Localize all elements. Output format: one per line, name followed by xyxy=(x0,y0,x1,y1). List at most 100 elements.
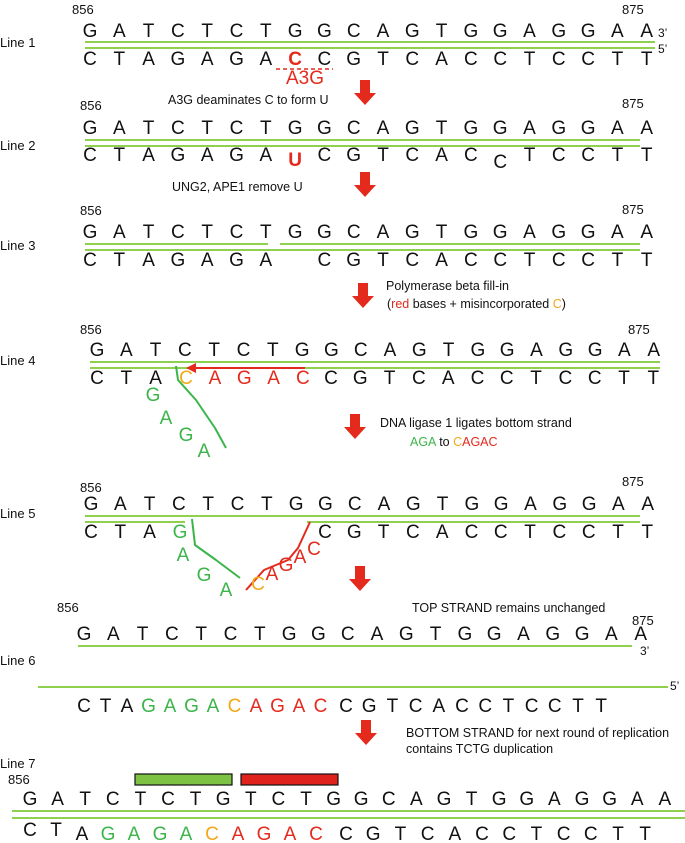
deaminated-cytosine: C xyxy=(288,49,302,70)
bottom-base: T xyxy=(612,824,624,843)
top-base: A xyxy=(641,494,654,515)
top-base: G xyxy=(83,21,98,42)
top-base: G xyxy=(582,494,597,515)
bottom-base: C xyxy=(83,250,97,271)
bottom-base: A xyxy=(435,250,448,271)
step-note-part: ( xyxy=(387,297,392,311)
top-base: T xyxy=(437,494,449,515)
top-base: G xyxy=(288,118,303,139)
top-base: G xyxy=(575,789,590,810)
top-base: C xyxy=(172,494,186,515)
top-base: A xyxy=(548,789,561,810)
bottom-base: C xyxy=(339,696,353,717)
bottom-base: T xyxy=(387,696,399,717)
top-base: T xyxy=(144,494,156,515)
three-prime-label: 3’ xyxy=(658,26,667,40)
top-base: C xyxy=(230,222,244,243)
top-base: G xyxy=(23,789,38,810)
top-base: A xyxy=(618,340,631,361)
line-label: Line 5 xyxy=(0,506,35,521)
top-base: T xyxy=(261,494,273,515)
bottom-base: T xyxy=(377,145,389,166)
bottom-base: C xyxy=(83,145,97,166)
top-base: G xyxy=(311,624,326,645)
top-base: T xyxy=(254,624,266,645)
bottom-base: G xyxy=(347,522,362,543)
bottom-base: T xyxy=(395,824,407,843)
bottom-base: C xyxy=(90,368,104,389)
bottom-base: C xyxy=(581,49,595,70)
top-base: C xyxy=(171,222,185,243)
top-base: G xyxy=(493,222,508,243)
top-base: C xyxy=(161,789,175,810)
bottom-base: C xyxy=(77,696,91,717)
top-base: T xyxy=(436,21,448,42)
green-base: G xyxy=(153,824,168,843)
bottom-base: T xyxy=(612,522,624,543)
red-base: C xyxy=(314,696,328,717)
process-arrow xyxy=(352,283,374,308)
bottom-base: T xyxy=(377,49,389,70)
five-prime-label: 5’ xyxy=(670,679,679,693)
position-start-label: 856 xyxy=(80,322,102,337)
top-base: C xyxy=(171,21,185,42)
bottom-base: A xyxy=(142,49,155,70)
bottom-base: A xyxy=(436,522,449,543)
bottom-base: C xyxy=(406,522,420,543)
bottom-base: T xyxy=(572,696,584,717)
top-base: G xyxy=(493,21,508,42)
red-base: G xyxy=(257,824,272,843)
red-flap-line xyxy=(245,521,311,591)
top-base: A xyxy=(640,222,653,243)
bottom-base: T xyxy=(524,522,536,543)
bottom-base: G xyxy=(366,824,381,843)
top-base: T xyxy=(201,222,213,243)
misincorporated-cytosine: C xyxy=(251,574,265,595)
top-base: G xyxy=(464,21,479,42)
bottom-base: C xyxy=(23,820,37,841)
top-base: C xyxy=(347,118,361,139)
step-note: (red bases + misincorporated C) xyxy=(387,297,566,311)
bottom-base: C xyxy=(464,145,478,166)
red-base: A xyxy=(293,696,306,717)
green-base: G xyxy=(101,824,116,843)
displaced-flap-line xyxy=(175,365,227,449)
bottom-base: T xyxy=(378,522,390,543)
bottom-base: A xyxy=(442,368,455,389)
top-base: A xyxy=(377,118,390,139)
bottom-base: C xyxy=(455,696,469,717)
bottom-base: C xyxy=(493,152,507,173)
top-base: C xyxy=(106,789,120,810)
flap-base: G xyxy=(146,385,161,406)
top-base: T xyxy=(195,624,207,645)
top-base: A xyxy=(523,21,536,42)
top-base: G xyxy=(406,494,421,515)
top-base: A xyxy=(107,624,120,645)
top-base: T xyxy=(436,222,448,243)
top-base: G xyxy=(551,118,566,139)
bottom-base: C xyxy=(318,522,332,543)
process-arrow xyxy=(349,566,371,591)
top-base: T xyxy=(135,789,147,810)
flap-base: A xyxy=(177,545,190,566)
step-note: BOTTOM STRAND for next round of replicat… xyxy=(406,726,669,740)
bottom-base: C xyxy=(588,368,602,389)
flap-base: A xyxy=(266,564,279,585)
step-note-red: AGAC xyxy=(462,435,497,449)
bottom-base: T xyxy=(641,522,653,543)
bottom-base: C xyxy=(553,522,567,543)
bottom-base: T xyxy=(612,49,624,70)
duplicated-tctg-bar xyxy=(240,773,339,786)
top-base: T xyxy=(143,118,155,139)
bottom-base: C xyxy=(493,49,507,70)
top-base: G xyxy=(317,118,332,139)
line-label: Line 3 xyxy=(0,238,35,253)
bottom-base: A xyxy=(201,145,214,166)
uracil-base: U xyxy=(288,150,302,171)
top-base: G xyxy=(458,624,473,645)
top-base: G xyxy=(288,21,303,42)
bottom-base: G xyxy=(346,145,361,166)
step-note-part: bases + misincorporated xyxy=(409,297,552,311)
top-base: T xyxy=(201,118,213,139)
flap-base: A xyxy=(220,580,233,601)
